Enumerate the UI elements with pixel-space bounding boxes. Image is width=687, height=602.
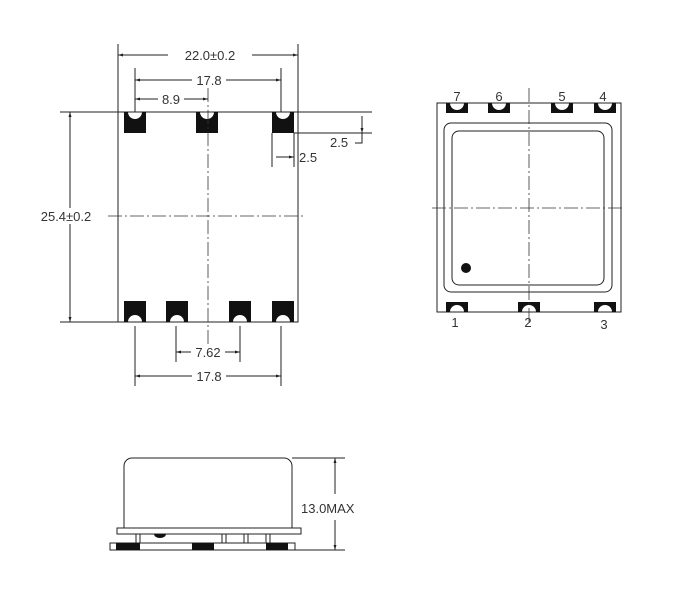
dim-bottom-pitch: 7.62 [195, 345, 220, 360]
pin-label-5: 5 [558, 89, 565, 104]
top-pads [124, 112, 294, 133]
pin-label-7: 7 [453, 89, 460, 104]
side-view: 13.0MAX [109, 457, 355, 551]
pin-label-1: 1 [451, 315, 458, 330]
bottom-pads [124, 301, 294, 322]
dim-pitch-bottom: 17.8 [196, 369, 221, 384]
dim-width: 22.0±0.2 [185, 48, 236, 63]
pin-label-6: 6 [495, 89, 502, 104]
pin-label-3: 3 [600, 317, 607, 332]
pin1-marker-dot [461, 263, 471, 273]
footprint-view: 22.0±0.2 17.8 8.9 25.4±0.2 2.5 2.5 7.62 [28, 44, 372, 386]
pin-view: 7 6 5 4 1 2 3 [432, 88, 625, 332]
dim-height: 25.4±0.2 [41, 209, 92, 224]
dim-max-height: 13.0MAX [301, 501, 355, 516]
dim-pad-width: 2.5 [299, 150, 317, 165]
pin-label-2: 2 [524, 315, 531, 330]
dim-pad-height: 2.5 [330, 135, 348, 150]
pin-label-4: 4 [599, 89, 606, 104]
dim-pitch-top: 17.8 [196, 73, 221, 88]
dim-half-pitch: 8.9 [162, 92, 180, 107]
